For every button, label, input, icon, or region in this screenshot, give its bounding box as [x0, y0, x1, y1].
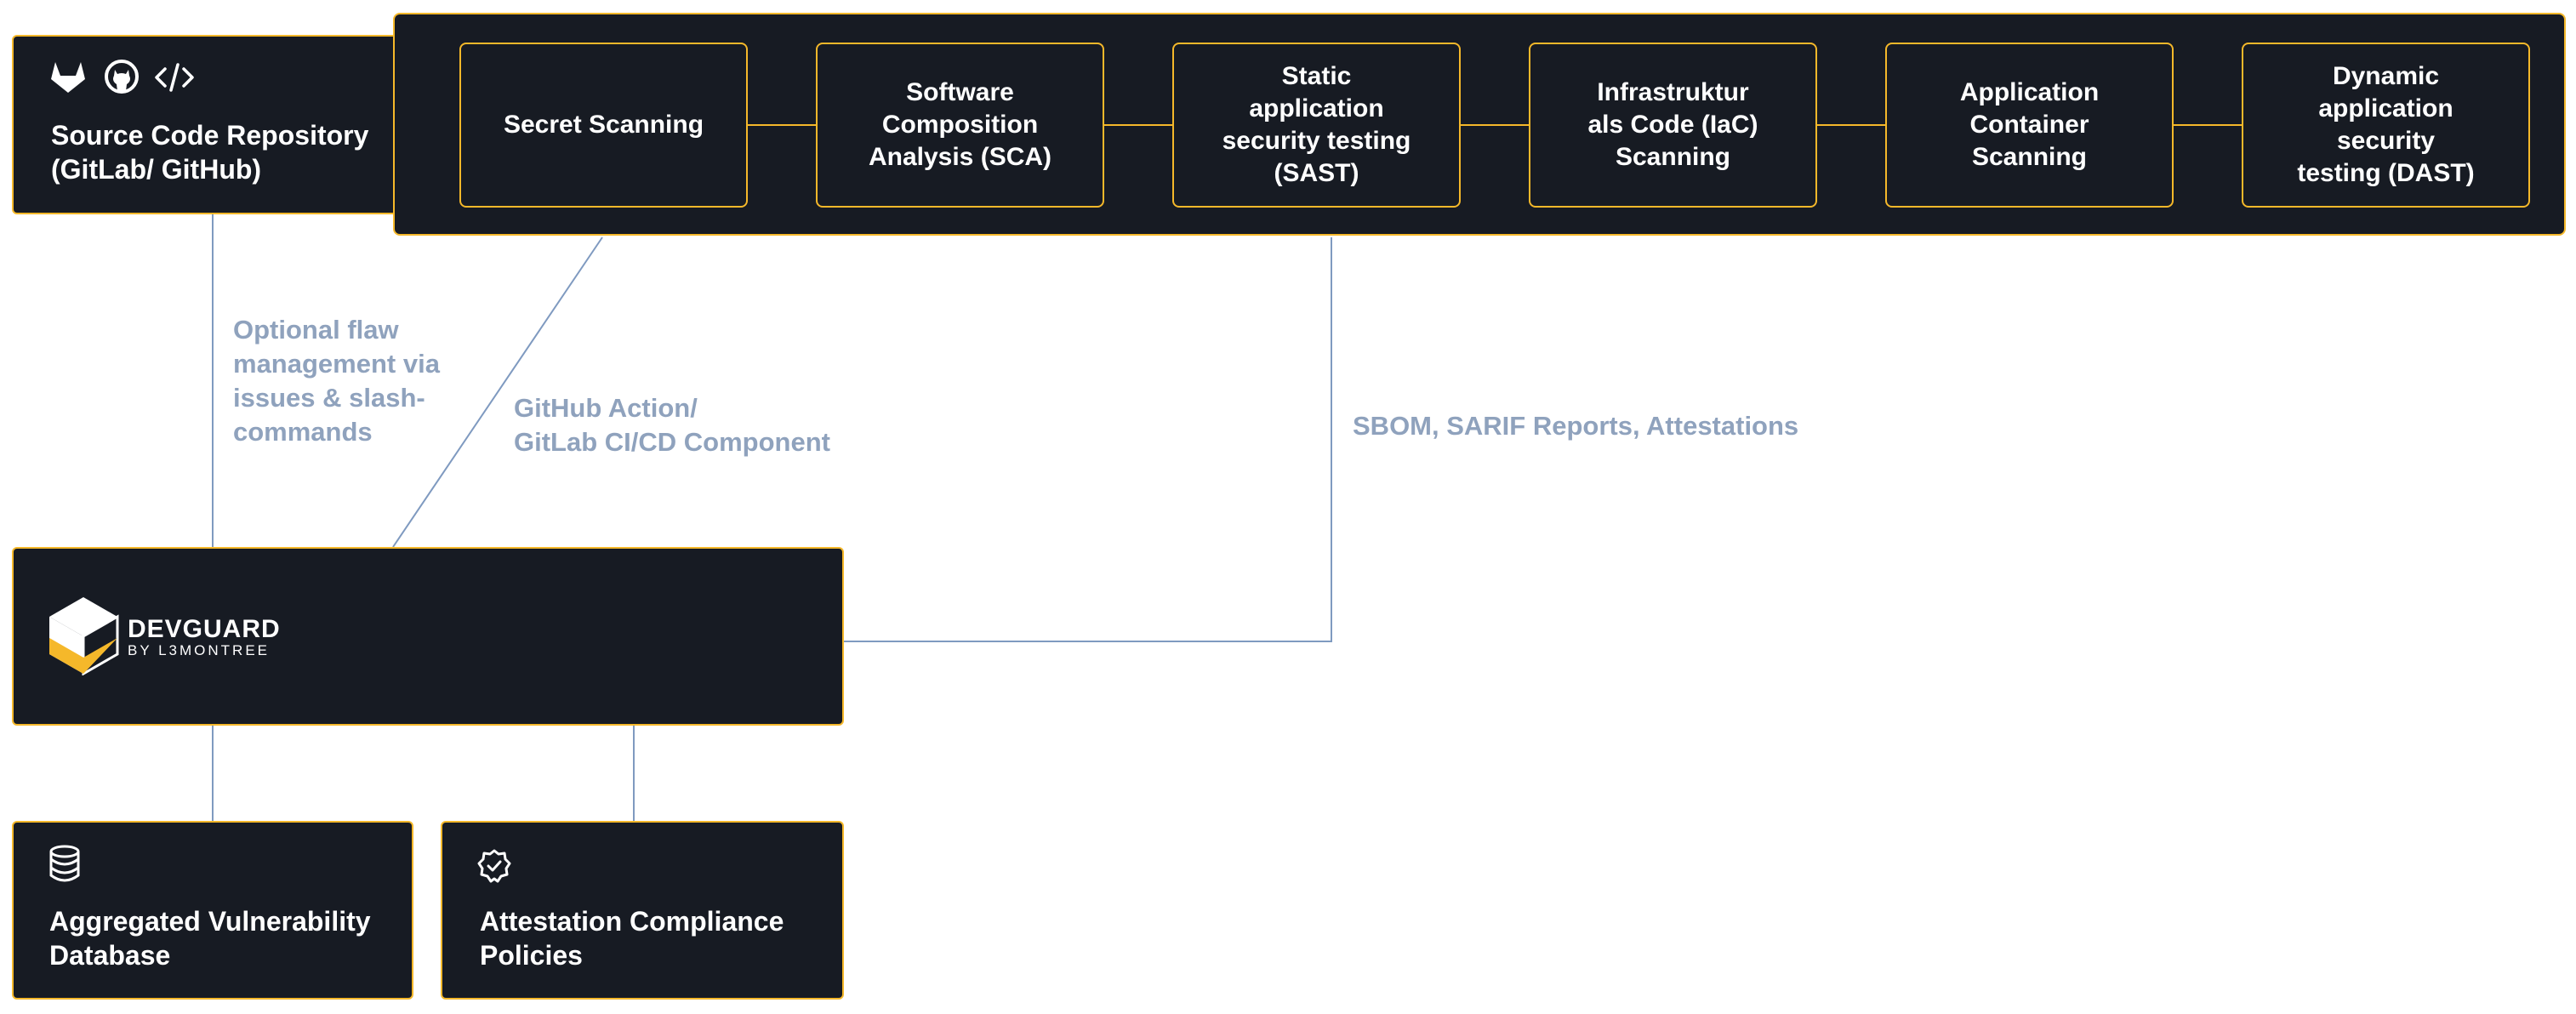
security-pipeline: Secret Scanning Software Composition Ana…: [393, 13, 2566, 236]
stage-container-scanning: Application Container Scanning: [1885, 43, 2174, 208]
stage-dast-label: Dynamic application security testing (DA…: [2297, 62, 2475, 187]
vulnerability-database-box: Aggregated Vulnerability Database: [12, 821, 413, 1000]
devguard-subtitle: BY L3MONTREE: [128, 642, 271, 658]
stage-connector: [748, 124, 816, 126]
stage-connector: [1817, 124, 1885, 126]
github-icon: [104, 59, 140, 99]
compliance-policies-box: Attestation Compliance Policies: [441, 821, 844, 1000]
compliance-policies-title: Attestation Compliance Policies: [480, 906, 784, 971]
database-icon: [48, 845, 82, 886]
reports-line: [844, 237, 1332, 642]
flaw-management-label: Optional flaw management via issues & sl…: [233, 315, 440, 447]
stage-connector: [1461, 124, 1529, 126]
stage-sca: Software Composition Analysis (SCA): [816, 43, 1104, 208]
ci-component-label: GitHub Action/ GitLab CI/CD Component: [514, 393, 830, 457]
code-icon: [153, 60, 196, 99]
stage-sast-label: Static application security testing (SAS…: [1222, 62, 1411, 187]
pipeline-to-devguard-line: [392, 236, 603, 548]
stage-connector: [1104, 124, 1172, 126]
devguard-name: DEVGUARD: [128, 615, 281, 643]
stage-sca-label: Software Composition Analysis (SCA): [868, 78, 1052, 171]
gitlab-icon: [49, 59, 87, 99]
stage-iac-label: Infrastruktur als Code (IaC) Scanning: [1587, 78, 1758, 171]
stage-iac: Infrastruktur als Code (IaC) Scanning: [1529, 43, 1817, 208]
reports-label: SBOM, SARIF Reports, Attestations: [1353, 411, 1799, 441]
source-code-repository-title: Source Code Repository (GitLab/ GitHub): [51, 120, 369, 185]
stage-container-scanning-label: Application Container Scanning: [1959, 78, 2100, 171]
vulnerability-database-title: Aggregated Vulnerability Database: [49, 906, 371, 971]
stage-secret-scanning: Secret Scanning: [459, 43, 748, 208]
verified-badge-icon: [476, 848, 512, 888]
source-code-repository-box: Source Code Repository (GitLab/ GitHub): [12, 35, 413, 214]
stage-dast: Dynamic application security testing (DA…: [2242, 43, 2530, 208]
devguard-logo-icon: [48, 595, 119, 680]
stage-connector: [2174, 124, 2242, 126]
stage-secret-scanning-label: Secret Scanning: [503, 111, 704, 139]
devguard-box: [12, 547, 844, 726]
devguard-wordmark: DEVGUARD BY L3MONTREE: [128, 617, 281, 659]
stage-sast: Static application security testing (SAS…: [1172, 43, 1461, 208]
